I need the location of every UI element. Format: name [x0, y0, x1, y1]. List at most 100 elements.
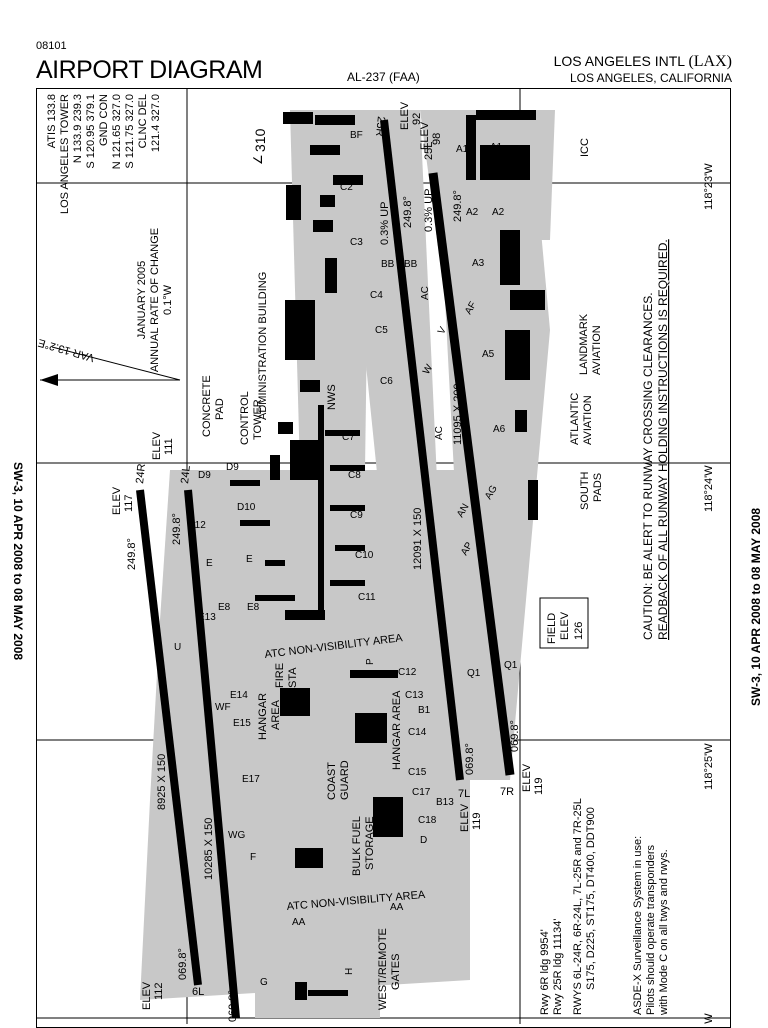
twy-bf-b: BB: [404, 259, 418, 270]
elev-7r-value: 119: [533, 777, 545, 795]
twy-c18: D: [420, 835, 427, 846]
magnetic-variation: JANUARY 2005 ANNUAL RATE OF CHANGE 0.1°W…: [37, 228, 181, 386]
rwy-25l-end: 25L: [423, 142, 435, 160]
freq-line-9: 121.4 327.0: [150, 94, 162, 152]
field-elev-value: 126: [573, 622, 585, 640]
twy-d9: E: [246, 554, 253, 565]
rwy-6l-end: 6L: [192, 986, 204, 998]
freq-line-5: GND CON: [98, 94, 110, 146]
twy-d9-b: E: [206, 558, 213, 569]
west-remote-label-2: GATES: [390, 954, 402, 990]
coast-guard-label-2: GUARD: [339, 760, 351, 800]
runway-6r-24r-inner[interactable]: [184, 489, 240, 1019]
fire-sta-label-2: STA: [287, 667, 299, 688]
freq-line-1: ATIS 133.8: [46, 94, 58, 148]
magvar-rate-label: ANNUAL RATE OF CHANGE: [149, 228, 161, 372]
twy-e11: E14: [230, 690, 248, 701]
coord-4: 118°25'W: [703, 1013, 715, 1024]
rwy-7l-25r-dims: 12091 X 150: [412, 508, 424, 570]
coast-guard-label-1: COAST: [326, 762, 338, 800]
twy-e12: E15: [233, 718, 251, 729]
airport-code: (LAX): [688, 53, 732, 70]
twy-b1: BF: [350, 130, 363, 141]
rwy-25r-hdg: 249.8°: [402, 196, 414, 228]
twy-c15: C17: [412, 787, 431, 798]
twy-c13: C14: [408, 727, 427, 738]
twy-c5: C6: [380, 376, 393, 387]
rwy-7r-hdg: 069.8°: [509, 720, 521, 752]
twy-c4: C5: [375, 325, 388, 336]
freq-line-7: S 121.75 327.0: [124, 94, 136, 169]
rwy-25r-end: 25R: [373, 116, 387, 137]
rwy-6r-24l-dims: 10285 X 150: [203, 818, 215, 880]
twy-a2-b: A2: [492, 207, 505, 218]
coord-3: 118°25'W: [703, 743, 715, 790]
rwy-7l-hdg: 069.8°: [464, 743, 476, 775]
note-asde-3: with Mode C on all twys and rwys.: [658, 849, 670, 1016]
magvar-var: VAR 13.2°E: [37, 336, 96, 364]
twy-q1: P: [365, 658, 376, 665]
rwy-25l-hdg: 249.8°: [452, 190, 464, 222]
hangar-area-label-1b: AREA: [270, 699, 282, 730]
taxiway-labels: A1 A1 A2 A2 A3 A5 A6 BF C2 C3 C4 C5 C6 C…: [174, 130, 518, 988]
twy-e8: E12: [188, 520, 206, 531]
twy-st: Q1: [467, 668, 481, 679]
twy-y: WF: [215, 702, 231, 713]
freq-line-6: N 121.65 327.0: [111, 94, 123, 169]
coord-1: 118°23'W: [703, 163, 715, 210]
runways[interactable]: [136, 119, 515, 1019]
twy-b16: B13: [436, 797, 454, 808]
twy-c12: C13: [405, 690, 424, 701]
twy-a2: A2: [466, 207, 479, 218]
twy-a3: A3: [472, 258, 485, 269]
south-pads-label-2: PADS: [592, 473, 604, 502]
pavement: [140, 110, 555, 1018]
twy-e13: E17: [242, 774, 260, 785]
runway-7r-25l[interactable]: [428, 172, 515, 776]
note-strength-2: S175, D225, ST175, DT400, DDT900: [585, 807, 597, 990]
twy-a5: A5: [482, 349, 495, 360]
caution-line-2: READBACK OF ALL RUNWAY HOLDING INSTRUCTI…: [656, 239, 670, 640]
runway-7l-25r[interactable]: [380, 119, 464, 781]
buildings: [230, 110, 545, 1000]
hangar-area-label-2: HANGAR AREA: [391, 690, 403, 770]
note-ldg-2: Rwy 25R ldg 11134': [552, 919, 564, 1015]
mag-north-line: [51, 346, 181, 381]
elev-111-value: 111: [163, 438, 175, 455]
airport-city: LOS ANGELES, CALIFORNIA: [569, 71, 732, 85]
twy-c9: C10: [355, 550, 374, 561]
twy-c2: C3: [350, 237, 363, 248]
twy-a1-b: A1: [456, 144, 469, 155]
elev-7l-value: 119: [471, 812, 483, 830]
rwy-7r-end: 7R: [500, 786, 514, 798]
rwy-6l-hdg: 069.8°: [177, 948, 189, 980]
twy-c10: C11: [358, 592, 376, 603]
runway-labels: 24R 24L 6L 25R 25L 7L 7R 8925 X 150 1028…: [111, 101, 545, 1022]
chart-number: 08101: [36, 40, 67, 52]
elev-25r-label: ELEV: [399, 101, 411, 130]
notes: Rwy 6R ldg 9954' Rwy 25R ldg 11134' RWYS…: [539, 798, 670, 1016]
twy-ac: AC: [420, 286, 431, 300]
bulk-fuel-label-2: STORAGE: [364, 816, 376, 870]
elev-24r-label: ELEV: [111, 486, 123, 515]
twy-d10: E8: [218, 602, 231, 613]
magvar-date: JANUARY 2005: [136, 261, 148, 339]
twy-c8: C9: [350, 510, 363, 521]
coord-2: 118°24'W: [703, 465, 715, 512]
freq-line-8: CLNC DEL: [137, 94, 149, 148]
rwy-25r-slope: 0.3% UP: [379, 202, 391, 245]
twy-c6: C7: [342, 432, 355, 443]
note-asde-2: Pilots should operate transponders: [645, 845, 657, 1015]
heading-310: 310: [252, 128, 268, 152]
rwy-7l-end: 7L: [458, 788, 470, 800]
twy-e17: H: [344, 968, 355, 975]
bulk-fuel-label-1: BULK FUEL: [351, 816, 363, 876]
runway-6l-24r[interactable]: [136, 489, 202, 986]
rwy-24l-hdg: 249.8°: [171, 513, 183, 545]
elev-111-label: ELEV: [151, 431, 163, 460]
icc-label: ICC: [579, 138, 591, 157]
field-elevation-box: FIELD ELEV 126: [539, 597, 589, 649]
concrete-pad-label-1: CONCRETE: [201, 375, 213, 437]
twy-st-b: Q1: [504, 660, 518, 671]
